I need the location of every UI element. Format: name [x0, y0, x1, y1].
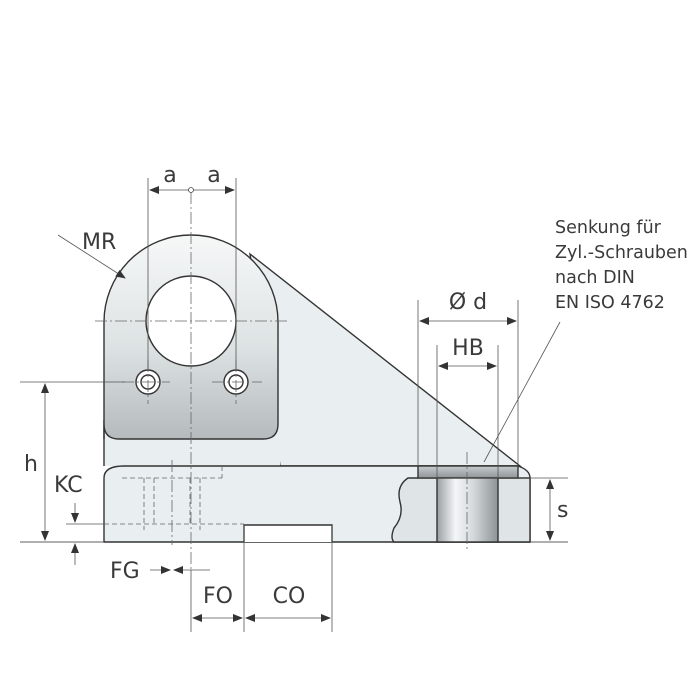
label-co: CO [273, 584, 306, 609]
note-line-4: EN ISO 4762 [555, 293, 665, 313]
label-hb: HB [452, 336, 484, 361]
note-line-1: Senkung für [555, 218, 662, 238]
label-mr: MR [82, 230, 116, 255]
label-od: Ø d [449, 290, 487, 315]
label-h: h [24, 452, 38, 477]
counterbore [417, 465, 519, 479]
counterbore-note: Senkung für Zyl.-Schrauben nach DIN EN I… [555, 218, 688, 313]
label-fg: FG [110, 559, 140, 584]
bolt-bore [436, 477, 499, 543]
hidden-lines [104, 466, 244, 530]
label-kc: KC [54, 473, 83, 498]
label-a-right: a [207, 163, 220, 188]
dimension-lines [20, 178, 568, 632]
note-line-3: nach DIN [555, 268, 635, 288]
base-slot [243, 524, 333, 542]
label-fo: FO [203, 584, 233, 609]
label-s: s [557, 498, 568, 523]
note-line-2: Zyl.-Schrauben [555, 243, 688, 263]
label-a-left: a [163, 163, 176, 188]
